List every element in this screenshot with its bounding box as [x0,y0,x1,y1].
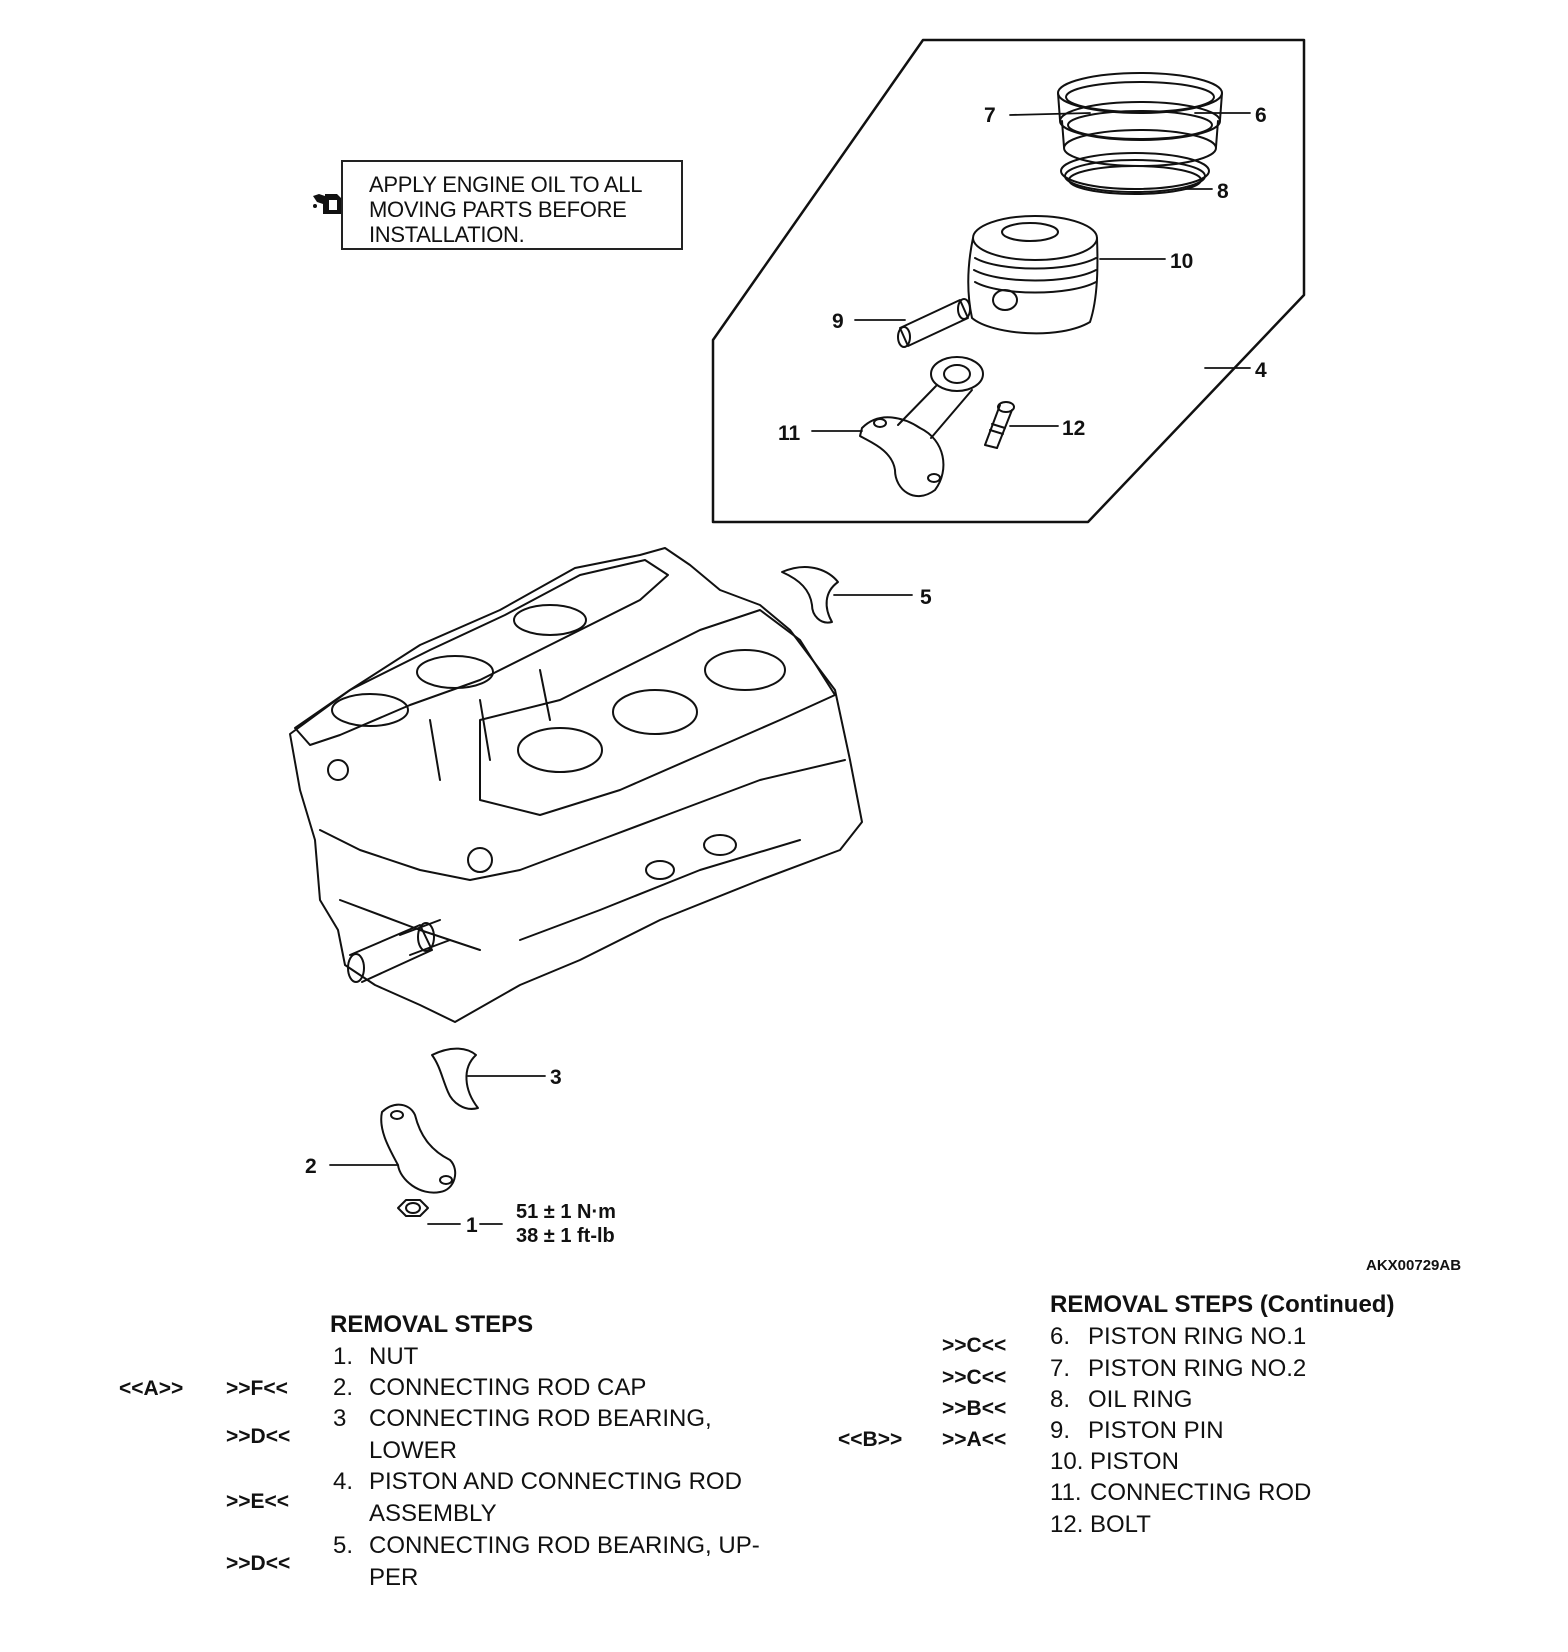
step-10-label: PISTON [1090,1448,1179,1475]
step-9-code-left: <<B>> [838,1428,903,1451]
removal-steps-title: REMOVAL STEPS [330,1311,534,1338]
engine-block [289,547,863,1023]
piston-pin-9 [897,298,971,348]
oil-note-line: MOVING PARTS BEFORE [369,197,627,222]
rod-cap-2 [380,1103,457,1194]
figure-id: AKX00729AB [1366,1257,1461,1274]
step-6-code-right: >>C<< [942,1334,1007,1357]
connecting-rod-11 [859,356,984,497]
torque-metric: 51 ± 1 N·m [516,1201,616,1223]
callout-11: 11 [778,422,801,445]
step-4-num: 4. [333,1468,354,1495]
piston-assembly-frame [711,38,1306,524]
callout-8: 8 [1217,180,1229,203]
step-10-num: 10. [1050,1448,1084,1475]
callout-4: 4 [1255,359,1267,382]
step-4-label-line1: PISTON AND CONNECTING ROD [369,1468,742,1495]
step-7-num: 7. [1050,1355,1071,1382]
nut-1 [397,1199,429,1217]
step-5-label-line2: PER [369,1564,419,1591]
exploded-view-diagram: 7 6 8 10 9 4 12 11 5 3 2 1 51 ± 1 N·m 38… [289,38,1461,1274]
step-7-label: PISTON RING NO.2 [1088,1355,1307,1382]
step-5-code-right: >>D<< [226,1552,291,1575]
step-2-code-left: <<A>> [119,1377,184,1400]
oil-note-line: APPLY ENGINE OIL TO ALL [369,172,643,197]
step-9-num: 9. [1050,1417,1071,1444]
step-5-label-line1: CONNECTING ROD BEARING, UP- [369,1532,760,1559]
callout-7: 7 [984,104,996,127]
step-2-num: 2. [333,1374,354,1401]
step-11-label: CONNECTING ROD [1090,1479,1312,1506]
removal-steps-continued-title: REMOVAL STEPS (Continued) [1050,1291,1395,1318]
step-3-code-right: >>D<< [226,1425,291,1448]
oil-ring-8 [1060,152,1210,195]
step-3-num: 3 [333,1405,347,1432]
step-11-num: 11. [1050,1479,1082,1506]
step-1-label: NUT [369,1343,419,1370]
step-8-code-right: >>B<< [942,1397,1007,1420]
step-12-num: 12. [1050,1511,1084,1538]
step-2-label: CONNECTING ROD CAP [369,1374,647,1401]
callout-1: 1 [466,1214,478,1237]
callout-12: 12 [1062,417,1085,440]
step-3-label-line1: CONNECTING ROD BEARING, [369,1405,712,1432]
step-4-code-right: >>E<< [226,1490,290,1513]
bolt-12 [984,401,1015,449]
oil-can-icon [313,194,341,214]
step-8-num: 8. [1050,1386,1071,1413]
callout-2: 2 [305,1155,317,1178]
step-2-code-right: >>F<< [226,1377,288,1400]
bearing-upper-5 [781,566,839,624]
step-12-label: BOLT [1090,1511,1151,1538]
step-3-label-line2: LOWER [369,1437,458,1464]
torque-imperial: 38 ± 1 ft-lb [516,1225,615,1247]
step-7-code-right: >>C<< [942,1366,1007,1389]
oil-note-text: APPLY ENGINE OIL TO ALL MOVING PARTS BEF… [369,172,642,247]
step-1-num: 1. [333,1343,354,1370]
oil-note-box: APPLY ENGINE OIL TO ALL MOVING PARTS BEF… [313,160,683,250]
callout-3: 3 [550,1066,562,1089]
step-9-label: PISTON PIN [1088,1417,1224,1444]
step-5-num: 5. [333,1532,354,1559]
leader-lines [329,112,1251,1225]
callout-6: 6 [1255,104,1267,127]
step-6-label: PISTON RING NO.1 [1088,1323,1307,1350]
callout-10: 10 [1170,250,1193,273]
oil-note-line: INSTALLATION. [369,222,525,247]
piston-10 [967,215,1099,335]
step-6-num: 6. [1050,1323,1071,1350]
step-9-code-right: >>A<< [942,1428,1007,1451]
callout-5: 5 [920,586,932,609]
step-8-label: OIL RING [1088,1386,1193,1413]
bearing-lower-3 [431,1047,479,1110]
callout-9: 9 [832,310,844,333]
step-4-label-line2: ASSEMBLY [369,1500,497,1527]
piston-rings-6-7 [1057,72,1223,167]
